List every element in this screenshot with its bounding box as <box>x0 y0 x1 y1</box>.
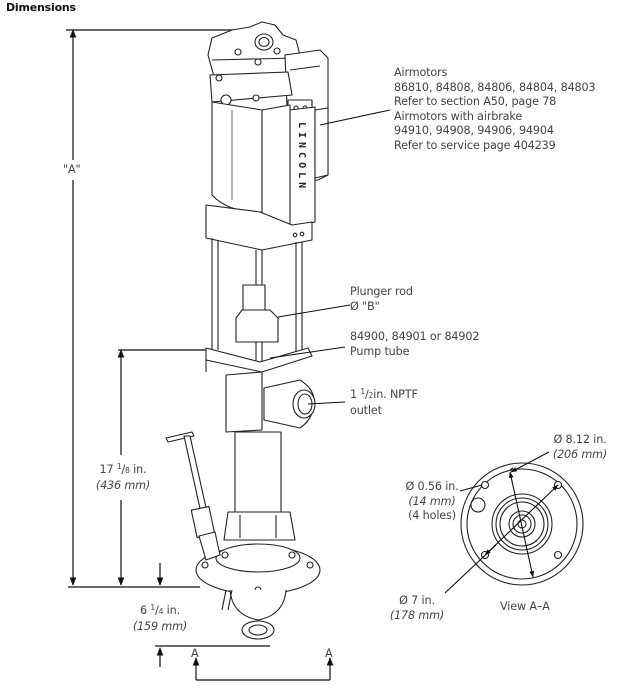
lincoln-brand-text: LINCOLN <box>296 122 307 192</box>
outlet-callout: 1 1/2in. NPTF outlet <box>350 385 418 418</box>
hole-diameter-metric: (14 mm) <box>408 494 456 508</box>
tube-height-whole: 17 <box>99 463 114 476</box>
mount-hole <box>480 480 490 490</box>
outlet-size: 1 1/2in. NPTF <box>350 387 418 401</box>
outlet-label: outlet <box>350 403 382 417</box>
dimension-base-line <box>68 563 200 588</box>
airmotors-models: 86810, 84808, 84806, 84804, 84803 <box>394 80 596 94</box>
base-height-imperial: 6 1/4 in. <box>140 603 180 617</box>
outlet-size-den: 2 <box>368 391 374 400</box>
airbrake-models: 94910, 94908, 94906, 94904 <box>394 124 554 137</box>
hole-diameter-label: Ø 0.56 in. (14 mm) (4 holes) <box>400 480 464 524</box>
mount-hole <box>553 550 563 560</box>
outer-diameter-imperial: Ø 8.12 in. <box>553 433 607 446</box>
airbrake-reference: Refer to service page 404239 <box>394 138 556 152</box>
tube-height-num: 1 <box>116 462 122 471</box>
view-a-a-caption: View A–A <box>500 600 550 613</box>
airbrake-heading: Airmotors with airbrake <box>394 109 523 123</box>
hole-diameter-imperial: Ø 0.56 in. <box>405 480 459 493</box>
airmotors-callout: Airmotors 86810, 84808, 84806, 84804, 84… <box>394 66 596 153</box>
pump-line-art <box>165 21 329 640</box>
page-title: Dimensions <box>6 1 76 14</box>
section-line-a-a <box>192 657 334 681</box>
base-height-whole: 6 <box>140 604 147 617</box>
plunger-rod-label: Plunger rod <box>350 285 413 298</box>
base-height-metric: (159 mm) <box>132 619 188 633</box>
outlet-size-num: 1 <box>360 387 365 396</box>
view-a-a-drawing <box>460 462 584 586</box>
dimension-base-height <box>155 645 270 667</box>
base-height-label: 6 1/4 in. (159 mm) <box>120 601 200 634</box>
dimension-a-label: "A" <box>63 163 81 176</box>
base-height-den: 4 <box>158 607 164 616</box>
outer-diameter-label: Ø 8.12 in. (206 mm) <box>545 433 615 462</box>
base-height-num: 1 <box>150 603 156 612</box>
section-marker-left: A <box>191 647 199 660</box>
bolt-circle-metric: (178 mm) <box>389 608 445 622</box>
outlet-size-whole: 1 <box>350 388 357 401</box>
airmotors-reference: Refer to section A50, page 78 <box>394 95 557 108</box>
leader-lines <box>269 109 391 405</box>
dimension-tube-height <box>117 349 207 586</box>
outer-diameter-metric: (206 mm) <box>552 447 608 461</box>
tube-height-den: 8 <box>125 466 130 475</box>
dimension-overall-a <box>66 29 250 586</box>
tube-height-label: 17 1/8 in. (436 mm) <box>83 460 163 493</box>
bolt-circle-label: Ø 7 in. (178 mm) <box>384 594 450 623</box>
bolt-circle-imperial: Ø 7 in. <box>399 594 435 607</box>
pump-tube-label: Pump tube <box>350 344 410 358</box>
plunger-rod-diameter: Ø "B" <box>350 299 380 313</box>
hole-count: (4 holes) <box>408 509 456 522</box>
base-height-unit: in. <box>166 604 180 617</box>
tube-height-metric: (436 mm) <box>95 478 151 492</box>
tube-height-unit: in. <box>133 463 147 476</box>
pump-tube-callout: 84900, 84901 or 84902 Pump tube <box>350 330 479 359</box>
tube-height-imperial: 17 1/8 in. <box>99 462 147 476</box>
view-a-a-dimension-lines <box>444 451 559 594</box>
outlet-size-unit: in. NPTF <box>373 388 418 401</box>
pump-tube-models: 84900, 84901 or 84902 <box>350 330 480 343</box>
airmotors-heading: Airmotors <box>394 66 448 79</box>
section-marker-right: A <box>325 647 333 660</box>
plunger-rod-callout: Plunger rod Ø "B" <box>350 285 413 314</box>
